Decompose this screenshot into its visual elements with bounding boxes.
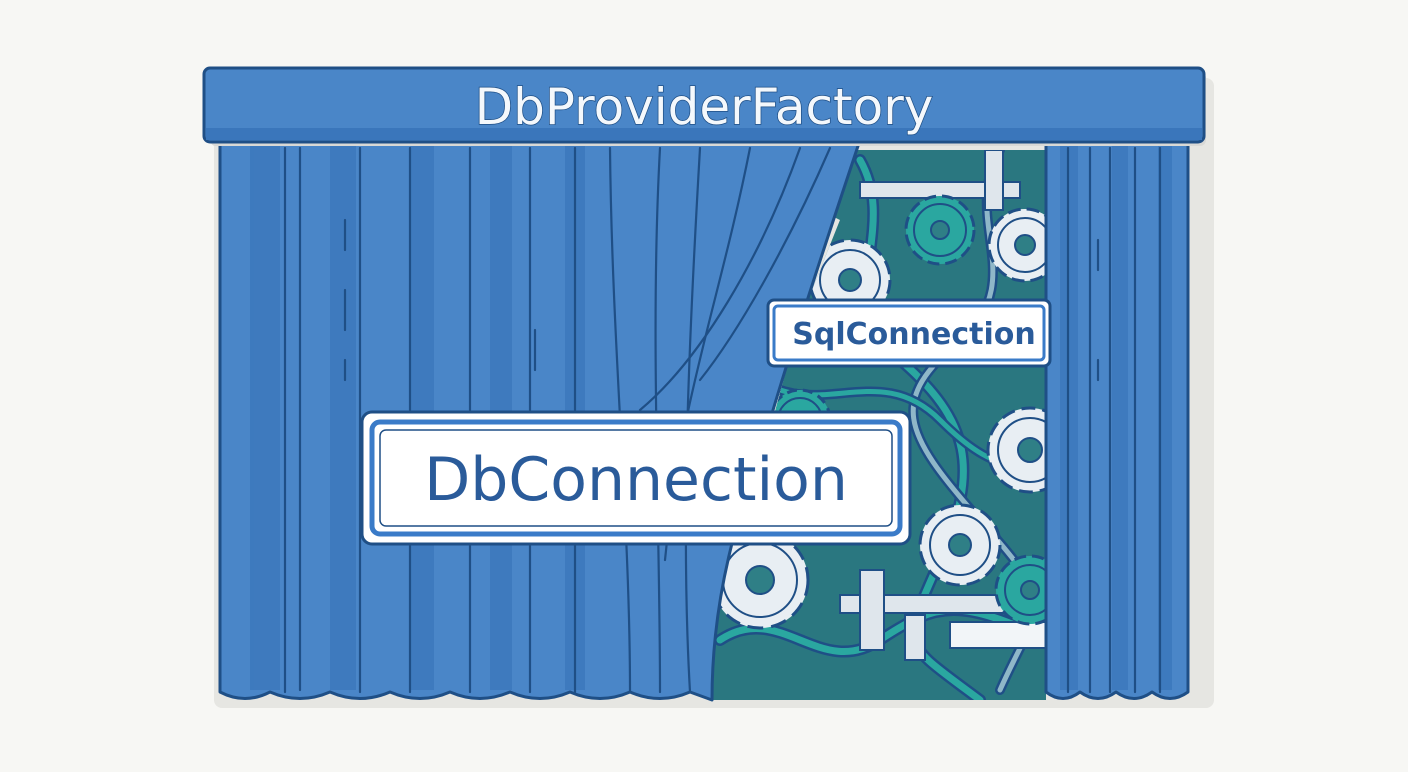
gear-icon (904, 194, 976, 266)
concrete-class-plate: SqlConnection (766, 298, 1052, 368)
valance: DbProviderFactory (202, 66, 1206, 146)
curtain-icon (1044, 138, 1190, 700)
valance-label: DbProviderFactory (475, 78, 934, 136)
gear-icon (710, 530, 810, 630)
abstract-class-label: DbConnection (424, 445, 848, 515)
gear-icon (986, 406, 1046, 494)
concrete-class-label: SqlConnection (792, 317, 1035, 352)
metal-pipes (839, 150, 1046, 661)
gear-icon (994, 554, 1046, 626)
gear-icon (918, 503, 1002, 587)
gear-icon (987, 207, 1046, 283)
abstract-class-plate: DbConnection (360, 410, 912, 546)
